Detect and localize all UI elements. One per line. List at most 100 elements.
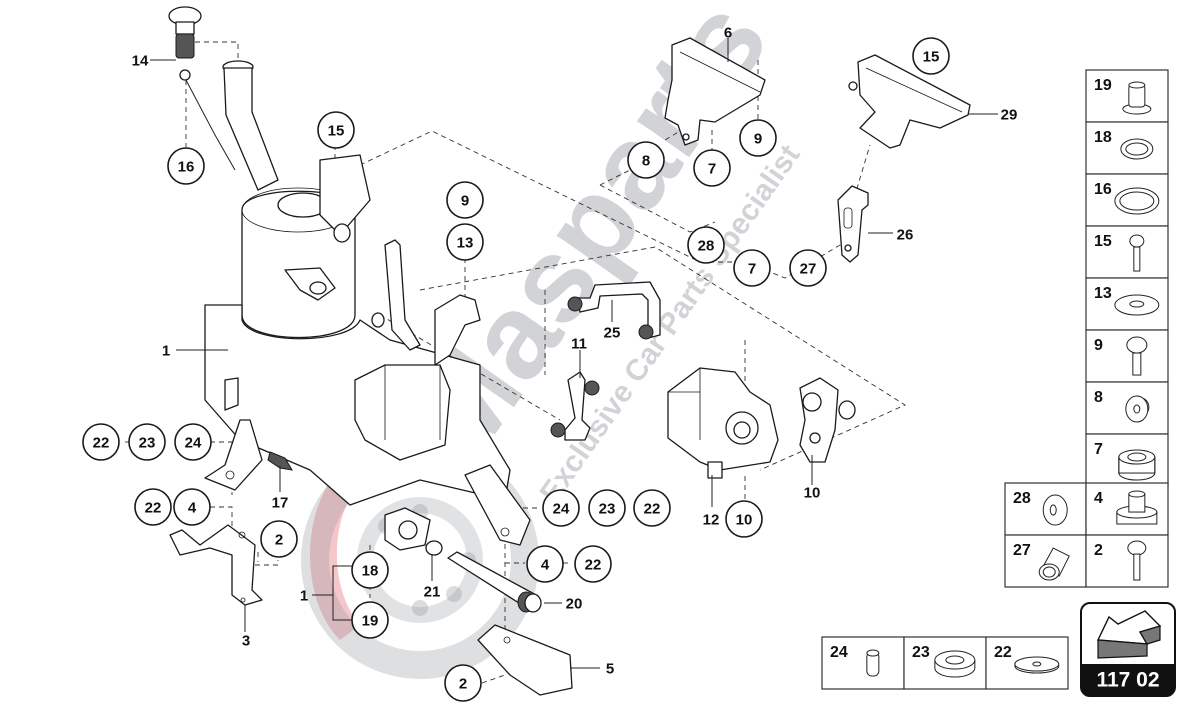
legend-part-number: 23 (912, 644, 930, 661)
legend-part-number: 2 (1094, 542, 1103, 559)
part-bracket-6 (664, 37, 766, 146)
legend-cell: 23 (903, 636, 987, 690)
part-hose-11 (550, 371, 600, 441)
callout-22: 22 (82, 423, 120, 461)
spacer-washer-icon (1042, 494, 1068, 526)
callout-circle (588, 489, 626, 527)
flat-washer-icon (1014, 656, 1060, 674)
legend-part-number: 9 (1094, 337, 1103, 354)
legend-cell: 18 (1085, 121, 1169, 175)
callout-24: 24 (174, 423, 212, 461)
callout-number: 22 (644, 501, 661, 518)
callout-circle (173, 488, 211, 526)
leader-lines (150, 38, 998, 669)
callout-27: 27 (789, 249, 827, 287)
part-filler-neck (222, 60, 279, 191)
callout-number: 11 (571, 336, 587, 353)
screw-plug-icon (1122, 81, 1152, 115)
callout-circle (687, 226, 725, 264)
callout-circle (446, 181, 484, 219)
callout-number: 6 (724, 25, 732, 42)
legend-part-number: 8 (1094, 389, 1103, 406)
callout-number: 17 (272, 495, 289, 512)
callout-10: 10 (804, 485, 821, 502)
legend-cell: 15 (1085, 225, 1169, 279)
callout-26: 26 (897, 227, 914, 244)
callout-number: 24 (553, 501, 570, 518)
flange-bolt-icon (1126, 336, 1148, 376)
callout-circle (351, 601, 389, 639)
callout-number: 5 (606, 661, 614, 678)
callout-number: 21 (424, 584, 441, 601)
callout-circle (693, 149, 731, 187)
bolt-icon (1127, 540, 1147, 581)
callout-circle (82, 423, 120, 461)
legend-cell: 8 (1085, 381, 1169, 435)
legend-grid: 28 4 27 2 (1004, 482, 1169, 588)
callout-number: 10 (804, 485, 821, 502)
callout-9: 9 (446, 181, 484, 219)
callout-14: 14 (132, 53, 149, 70)
part-sensor-17 (267, 451, 293, 471)
legend-part-number: 4 (1094, 490, 1103, 507)
callout-number: 1 (162, 343, 170, 360)
callout-24: 24 (542, 489, 580, 527)
legend-cell: 2 (1085, 534, 1169, 588)
legend-cell: 16 (1085, 173, 1169, 227)
callout-23: 23 (128, 423, 166, 461)
callout-17: 17 (272, 495, 289, 512)
callout-number: 22 (93, 435, 110, 452)
callout-1: 1 (300, 588, 308, 605)
legend-cell: 22 (985, 636, 1069, 690)
callout-circle (167, 147, 205, 185)
callout-number: 4 (541, 557, 550, 574)
bushing-icon (1116, 490, 1158, 525)
washer-icon (1114, 294, 1160, 316)
sealing-ring-icon (1120, 138, 1154, 160)
callout-circle (733, 249, 771, 287)
page-badge: 117 02 (1080, 602, 1176, 697)
callout-number: 27 (800, 261, 817, 278)
legend-cell: 13 (1085, 277, 1169, 331)
callout-number: 12 (703, 512, 720, 529)
page-code: 117 02 (1096, 669, 1159, 692)
callout-21: 21 (424, 584, 441, 601)
legend-part-number: 22 (994, 644, 1012, 661)
callout-6: 6 (724, 25, 732, 42)
legend-part-number: 27 (1013, 542, 1031, 559)
callout-number: 22 (145, 500, 162, 517)
callout-5: 5 (606, 661, 614, 678)
legend-part-number: 16 (1094, 181, 1112, 198)
part-bracket-29 (848, 54, 971, 149)
pin-icon (866, 649, 880, 677)
legend-part-number: 19 (1094, 77, 1112, 94)
callout-number: 7 (708, 161, 716, 178)
legend-part-number: 15 (1094, 233, 1112, 250)
part-breather-pipe-25 (567, 281, 661, 340)
callout-number: 19 (362, 613, 379, 630)
callout-number: 3 (242, 633, 250, 650)
callout-4: 4 (173, 488, 211, 526)
callout-22: 22 (633, 489, 671, 527)
part-bracket-3 (169, 524, 263, 606)
part-flange-10 (799, 377, 856, 463)
part-oring-21 (425, 540, 443, 556)
legend-cell: 19 (1085, 69, 1169, 123)
callout-7: 7 (693, 149, 731, 187)
callout-2: 2 (444, 664, 482, 702)
callout-number: 2 (275, 532, 283, 549)
legend-cell: 9 (1085, 329, 1169, 383)
callout-number: 23 (599, 501, 616, 518)
callout-23: 23 (588, 489, 626, 527)
callout-circle (351, 551, 389, 589)
sleeve-icon (1038, 547, 1070, 581)
callout-number: 4 (188, 500, 197, 517)
callout-circle (725, 500, 763, 538)
part-bracket-24-left (204, 419, 263, 491)
legend-cell: 28 (1004, 482, 1087, 536)
callout-circle (174, 423, 212, 461)
callout-15: 15 (317, 111, 355, 149)
callout-10: 10 (725, 500, 763, 538)
callout-circle (128, 423, 166, 461)
